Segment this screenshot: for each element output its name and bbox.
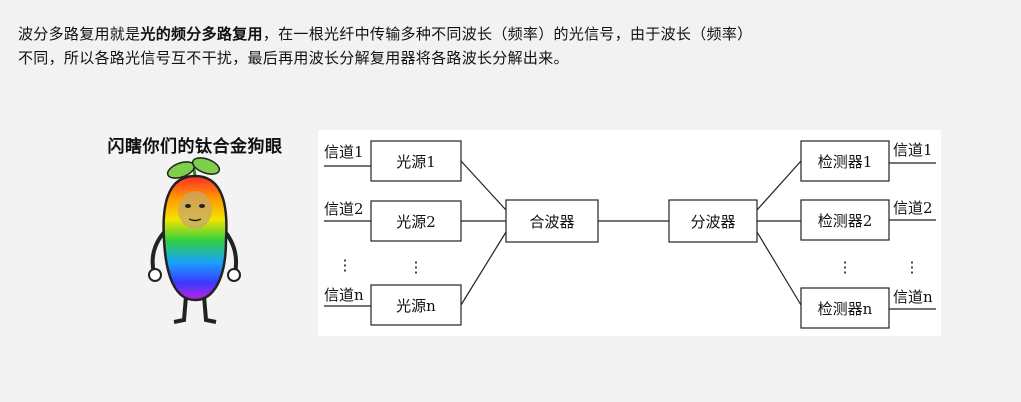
sprout-leaf-right	[191, 157, 221, 175]
link-demux-detector1	[756, 160, 802, 211]
detector-label-2: 检测器2	[818, 212, 873, 230]
detector-label-1: 检测器1	[818, 153, 873, 171]
ellipsis-sources: ⋮	[409, 258, 424, 276]
channel-label-right-1: 信道1	[893, 141, 933, 159]
source-label-1: 光源1	[396, 153, 436, 171]
source-label-n: 光源n	[396, 297, 436, 315]
link-source1-mux	[460, 160, 507, 211]
face	[178, 191, 212, 229]
description-line-1: 波分多路复用就是光的频分多路复用，在一根光纤中传输多种不同波长（频率）的光信号，…	[18, 25, 753, 43]
meme-image: 闪瞎你们的钛合金狗眼	[88, 128, 302, 335]
demux-label: 分波器	[690, 213, 735, 231]
detector-box-n	[800, 287, 890, 329]
meme-caption: 闪瞎你们的钛合金狗眼	[107, 137, 283, 157]
ellipsis-detectors: ⋮	[838, 258, 853, 276]
channel-label-left-2: 信道2	[324, 200, 364, 218]
channel-label-left-n: 信道n	[324, 286, 364, 304]
ellipsis-right-channels: ⋮	[905, 258, 920, 276]
source-label-2: 光源2	[396, 213, 436, 231]
ellipsis-left-channels: ⋮	[338, 256, 353, 274]
channel-label-right-2: 信道2	[893, 199, 933, 217]
right-leg	[202, 295, 217, 324]
bold-emphasis: 光的频分多路复用	[140, 25, 263, 43]
left-leg	[173, 295, 188, 324]
channel-label-right-n: 信道n	[893, 288, 933, 306]
link-sourcen-mux	[460, 231, 507, 306]
wdm-diagram-svg: 信道1 信道2 信道n 光源1 光源2 光源n 合波器 分波器 检测器1 检测器…	[324, 140, 936, 329]
description-line-2: 不同，所以各路光信号互不干扰，最后再用波长分解复用器将各路波长分解出来。	[18, 49, 569, 67]
rainbow-bean-illustration	[148, 157, 241, 324]
detector-box-1	[800, 140, 890, 182]
detector-label-n: 检测器n	[818, 300, 873, 318]
wdm-diagram: 信道1 信道2 信道n 光源1 光源2 光源n 合波器 分波器 检测器1 检测器…	[318, 130, 941, 336]
mux-label: 合波器	[529, 213, 574, 231]
channel-label-left-1: 信道1	[324, 143, 364, 161]
description-paragraph: 波分多路复用就是光的频分多路复用，在一根光纤中传输多种不同波长（频率）的光信号，…	[18, 22, 1008, 70]
link-demux-detectorn	[756, 231, 802, 306]
